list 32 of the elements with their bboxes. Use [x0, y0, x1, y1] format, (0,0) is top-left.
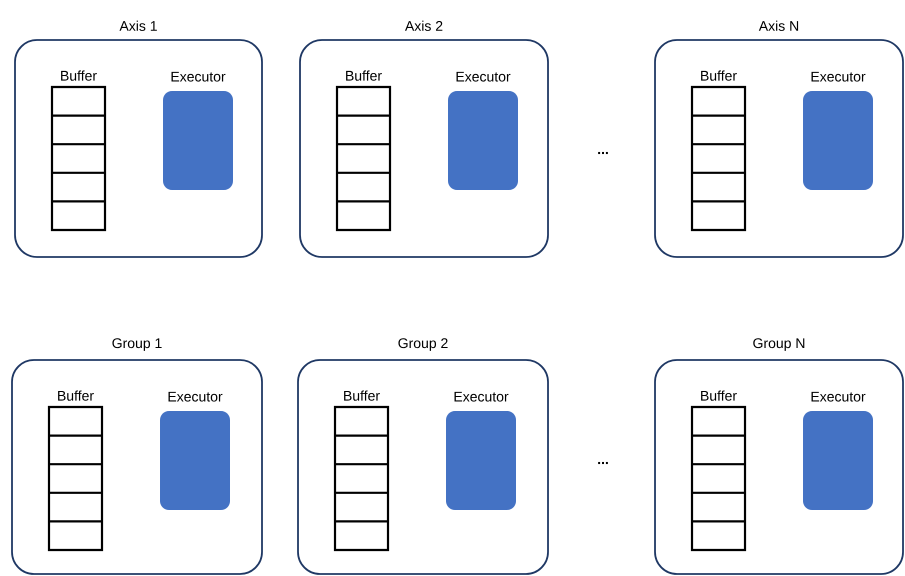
node-label: Buffer	[701, 70, 737, 81]
buffer-stack: Buffer	[690, 70, 746, 232]
node-label: Axis 1	[119, 20, 157, 31]
node-label: Axis 2	[404, 20, 442, 31]
node-label: Buffer	[701, 390, 737, 401]
executor-block: Executor	[803, 392, 873, 510]
node-label: Group N	[753, 338, 804, 351]
node-label: Group 2	[398, 338, 448, 351]
ellipsis: ...	[598, 152, 608, 154]
node-label: Executor	[454, 392, 508, 402]
node-label: Axis N	[758, 20, 798, 31]
node-label: Executor	[172, 72, 226, 82]
node-label: Buffer	[61, 70, 97, 81]
node-label: Executor	[456, 72, 510, 82]
executor-block: Executor	[448, 72, 518, 190]
executor-block: Executor	[163, 72, 233, 190]
node-label: Executor	[812, 72, 866, 82]
executor-block: Executor	[160, 392, 230, 510]
ellipsis: ...	[598, 462, 608, 464]
node-label: Group 1	[112, 338, 162, 351]
buffer-stack: Buffer	[334, 390, 390, 552]
node-label: Buffer	[344, 390, 380, 401]
node-label: Buffer	[58, 390, 94, 401]
executor-block: Executor	[803, 72, 873, 190]
node-label: Executor	[168, 392, 222, 402]
buffer-stack: Buffer	[48, 390, 104, 552]
node-label: Buffer	[346, 70, 382, 81]
executor-block: Executor	[446, 392, 516, 510]
buffer-stack: Buffer	[690, 390, 746, 552]
buffer-stack: Buffer	[336, 70, 392, 232]
buffer-stack: Buffer	[50, 70, 106, 232]
node-label: Executor	[812, 392, 866, 402]
